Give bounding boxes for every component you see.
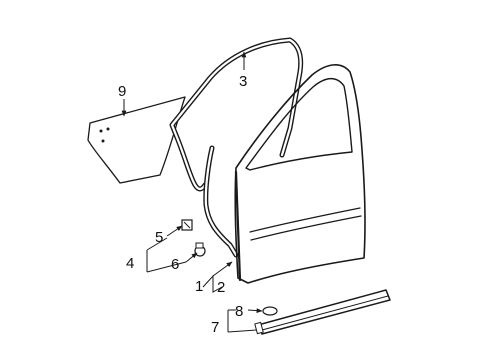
door-molding	[254, 289, 391, 335]
glass-mount-hole	[101, 139, 105, 143]
bracket-7	[227, 309, 257, 333]
callout-9: 9	[118, 83, 126, 100]
glass-mount-hole	[99, 129, 103, 133]
door-glass-part	[87, 96, 186, 184]
leader-lines	[121, 51, 263, 333]
glass-mount-hole	[106, 127, 110, 131]
callout-3: 3	[239, 73, 247, 90]
leader-8	[247, 308, 263, 314]
callout-4: 4	[126, 255, 134, 272]
door-shell	[234, 64, 366, 284]
callout-6: 6	[171, 256, 179, 273]
leader-5	[166, 225, 183, 237]
leader-6	[185, 252, 198, 263]
molding-clip-part	[262, 306, 278, 316]
leader-2	[212, 261, 233, 277]
bolt-part	[181, 219, 193, 231]
callout-1: 1	[195, 278, 203, 295]
callout-5: 5	[155, 229, 163, 246]
callout-8: 8	[235, 303, 243, 320]
callout-7: 7	[211, 319, 219, 336]
bracket-4	[146, 237, 187, 273]
bracket-1	[202, 274, 223, 293]
lower-weatherstrip	[203, 145, 239, 258]
callout-2: 2	[217, 279, 225, 296]
clip-part	[194, 242, 206, 257]
